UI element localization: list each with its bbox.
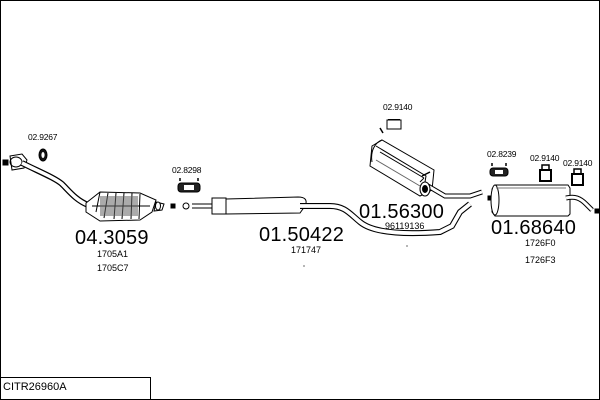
rear-silencer-oe-1: 1726F0 [525,238,556,248]
middle-silencer-oe-1: 96119136 [385,221,425,231]
rear-silencer-oe-2: 1726F3 [525,255,556,265]
catalyst-number: 04.3059 [75,227,149,249]
diagram-code-box [0,377,151,399]
hanger-rear-2-icon [571,168,584,186]
clamp-rear-number: 02.8239 [487,149,517,159]
catalyst-icon [20,160,165,222]
clamp-front-number: 02.8298 [172,165,202,175]
clamp-rear-icon [489,163,509,177]
middle-pipe-icon [192,196,472,237]
gasket-front-icon [38,148,48,162]
middle-silencer-number: 01.56300 [359,201,445,223]
hanger-rear-1-icon [539,164,552,182]
middle-pipe-number: 01.50422 [259,224,345,246]
diagram-code: CITR26960A [3,381,67,393]
hanger-top-icon [379,119,402,134]
rear-silencer-number: 01.68640 [491,217,577,239]
middle-pipe-oe-1: 171747 [291,245,322,255]
clamp-front-icon [177,178,201,193]
connector-mid-icon [170,202,190,210]
middle-silencer-icon [369,139,483,199]
catalyst-oe-2: 1705C7 [97,263,129,273]
gasket-front-number: 02.9267 [28,132,58,142]
catalyst-oe-1: 1705A1 [97,249,129,259]
rear-silencer-icon [487,184,600,217]
hanger-rear-1-number: 02.9140 [530,153,560,163]
hanger-rear-2-number: 02.9140 [563,158,593,168]
hanger-top-number: 02.9140 [383,102,413,112]
